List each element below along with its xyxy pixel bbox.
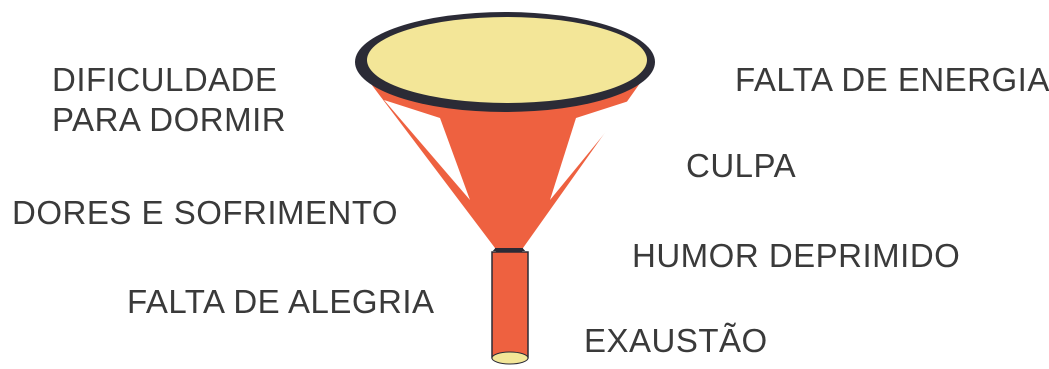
symptom-label-sleep-line2: PARA DORMIR: [52, 100, 286, 140]
symptom-label-sleep-line1: DIFICULDADE: [52, 60, 286, 100]
symptom-label-depressed-mood: HUMOR DEPRIMIDO: [632, 236, 960, 276]
symptom-label-sleep-difficulty: DIFICULDADE PARA DORMIR: [52, 60, 286, 140]
symptom-label-pain: DORES E SOFRIMENTO: [12, 193, 398, 233]
funnel-spout: [492, 252, 528, 363]
symptom-label-lack-of-energy: FALTA DE ENERGIA: [735, 60, 1049, 100]
funnel-illustration: [350, 0, 670, 369]
symptom-label-guilt: CULPA: [686, 146, 796, 186]
funnel-spout-opening: [492, 352, 528, 364]
funnel-top-surface: [367, 17, 647, 103]
